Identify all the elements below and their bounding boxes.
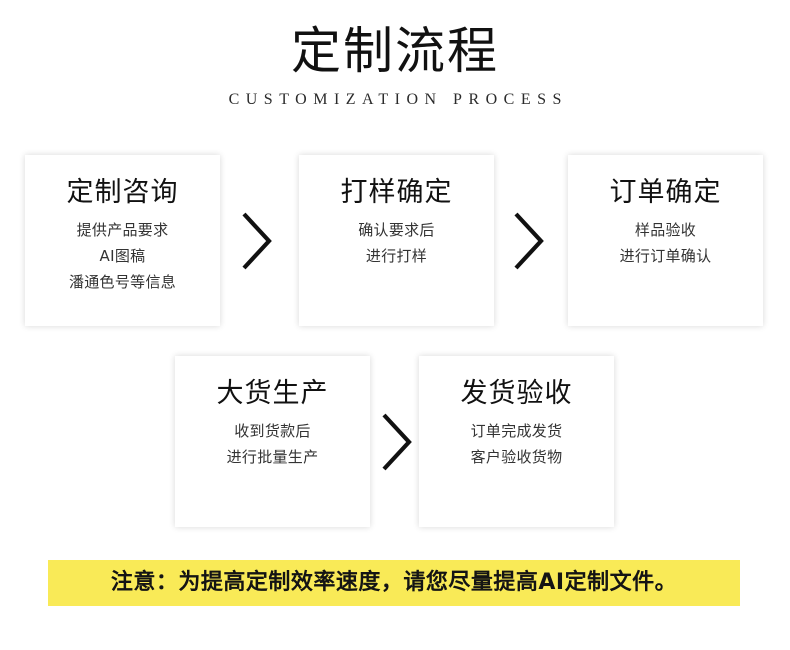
step-detail-line: 确认要求后: [358, 221, 435, 239]
step-detail-line: 提供产品要求: [76, 221, 169, 239]
page-subtitle: CUSTOMIZATION PROCESS: [228, 91, 568, 108]
chevron-right-icon: [508, 210, 548, 272]
process-step-card-1: 定制咨询 提供产品要求 AI图稿 潘通色号等信息: [25, 155, 220, 326]
process-step-card-3: 订单确定 样品验收 进行订单确认: [568, 155, 763, 326]
notice-text: 注意：为提高定制效率速度，请您尽量提高AI定制文件。: [110, 570, 678, 595]
process-step-card-5: 发货验收 订单完成发货 客户验收货物: [419, 356, 614, 527]
process-step-card-2: 打样确定 确认要求后 进行打样: [299, 155, 494, 326]
step-detail-line: 订单完成发货: [470, 422, 563, 440]
step-detail-line: AI图稿: [99, 247, 146, 265]
step-detail-list: 样品验收 进行订单确认: [568, 217, 763, 269]
page-header: 定制流程 CUSTOMIZATION PROCESS: [0, 22, 790, 110]
step-detail-line: 进行批量生产: [226, 448, 319, 466]
step-detail-line: 潘通色号等信息: [68, 273, 177, 291]
step-title: 大货生产: [216, 378, 329, 409]
step-detail-list: 订单完成发货 客户验收货物: [419, 418, 614, 470]
step-title: 打样确定: [340, 177, 453, 208]
step-detail-line: 客户验收货物: [470, 448, 563, 466]
step-detail-line: 进行打样: [365, 247, 428, 265]
step-title: 发货验收: [460, 378, 573, 409]
page-title: 定制流程: [291, 22, 499, 80]
step-title: 定制咨询: [66, 177, 179, 208]
chevron-right-icon: [236, 210, 276, 272]
notice-banner: 注意：为提高定制效率速度，请您尽量提高AI定制文件。: [48, 560, 740, 606]
process-step-card-4: 大货生产 收到货款后 进行批量生产: [175, 356, 370, 527]
step-detail-list: 确认要求后 进行打样: [299, 217, 494, 269]
step-detail-line: 进行订单确认: [619, 247, 712, 265]
step-detail-list: 提供产品要求 AI图稿 潘通色号等信息: [25, 217, 220, 295]
step-detail-list: 收到货款后 进行批量生产: [175, 418, 370, 470]
step-detail-line: 收到货款后: [234, 422, 311, 440]
step-detail-line: 样品验收: [634, 221, 697, 239]
step-title: 订单确定: [609, 177, 722, 208]
chevron-right-icon: [376, 411, 416, 473]
